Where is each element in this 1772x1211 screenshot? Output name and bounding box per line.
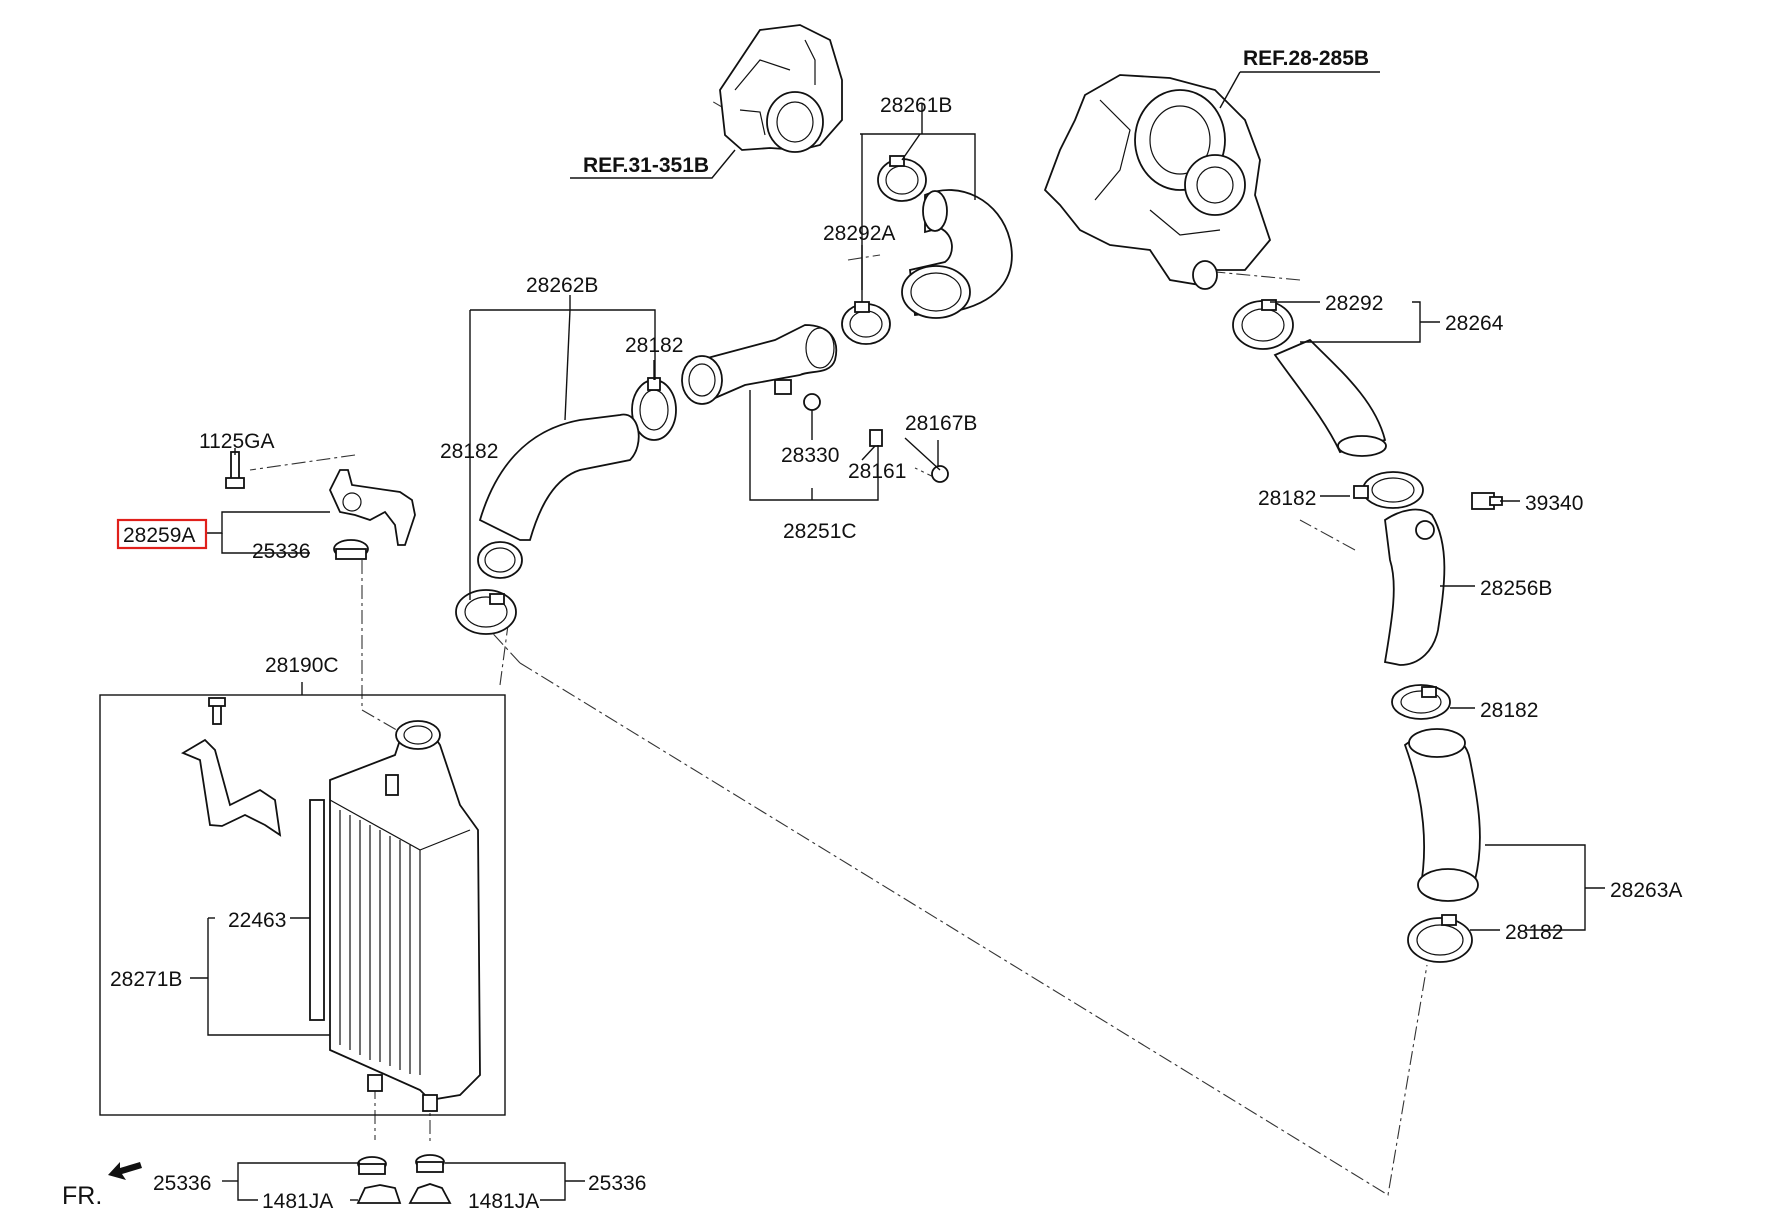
part-label-28259A: 28259A [123, 524, 195, 547]
part-label-28182-c: 28182 [1258, 487, 1316, 510]
part-label-1481JA-right: 1481JA [468, 1190, 539, 1211]
part-label-28161: 28161 [848, 460, 906, 483]
grommet-25336-bottom-right [415, 1154, 445, 1173]
clamp-28182-e [1407, 914, 1473, 963]
clamp-28182-b [455, 589, 517, 635]
turbocharger [1043, 74, 1272, 290]
part-label-25336-top: 25336 [252, 540, 310, 563]
clamp-28261B [877, 155, 927, 202]
leader-lines [190, 71, 1605, 1201]
part-label-28264: 28264 [1445, 312, 1504, 335]
intake-pipe-28251C [681, 324, 838, 405]
part-label-22463: 22463 [228, 909, 286, 932]
part-label-25336-bottom-left: 25336 [153, 1172, 211, 1195]
hose-28264 [1273, 338, 1387, 457]
part-label-28182-a: 28182 [625, 334, 683, 357]
part-label-28182-d: 28182 [1480, 699, 1538, 722]
part-label-28261B: 28261B [880, 94, 952, 117]
sensor-39340 [1471, 492, 1503, 510]
hose-upper-elbow [901, 189, 1013, 319]
hose-28262B [477, 413, 640, 579]
part-label-28271B: 28271B [110, 968, 182, 991]
cap-1481JA-left [356, 1184, 402, 1204]
part-label-28167B: 28167B [905, 412, 977, 435]
part-label-28292A: 28292A [823, 222, 895, 245]
intercooler-28190C [180, 697, 481, 1112]
label-layer: REF.31-351B REF.28-285B 28261B 28292A 28… [62, 47, 1682, 1211]
hose-28256B [1383, 508, 1446, 666]
clamp-28182-c [1353, 471, 1424, 509]
part-label-28182-b: 28182 [440, 440, 498, 463]
part-label-28292: 28292 [1325, 292, 1383, 315]
part-label-28251C: 28251C [783, 520, 857, 543]
part-label-28182-e: 28182 [1505, 921, 1563, 944]
part-label-39340: 39340 [1525, 492, 1583, 515]
highlight-box [116, 518, 208, 550]
throttle-body-housing [719, 24, 843, 153]
part-label-25336-bottom-right: 25336 [588, 1172, 646, 1195]
clamp-28292 [1232, 299, 1294, 350]
clamp-28182-d [1391, 684, 1451, 720]
bracket-28259A [329, 469, 416, 546]
ref-label-31: REF.31-351B [583, 154, 709, 177]
clamp-28182-a [631, 377, 677, 441]
grommet-25336-top [333, 539, 369, 560]
hose-28263A [1403, 728, 1481, 902]
ref-label-28: REF.28-285B [1243, 47, 1369, 70]
cap-1481JA-right [408, 1183, 452, 1204]
part-label-28190C: 28190C [265, 654, 339, 677]
clamp-28292A [841, 301, 891, 345]
front-direction-label: FR. [62, 1182, 102, 1210]
part-label-28330: 28330 [781, 444, 839, 467]
front-direction-arrow-icon [108, 1162, 142, 1180]
part-label-1125GA: 1125GA [199, 430, 275, 453]
small-fittings [803, 393, 949, 483]
bolt-1125GA [225, 451, 245, 489]
part-label-1481JA-left: 1481JA [262, 1190, 333, 1211]
part-label-28256B: 28256B [1480, 577, 1552, 600]
part-label-28262B: 28262B [526, 274, 598, 297]
part-label-28263A: 28263A [1610, 879, 1682, 902]
grommet-25336-bottom-left [357, 1156, 387, 1175]
